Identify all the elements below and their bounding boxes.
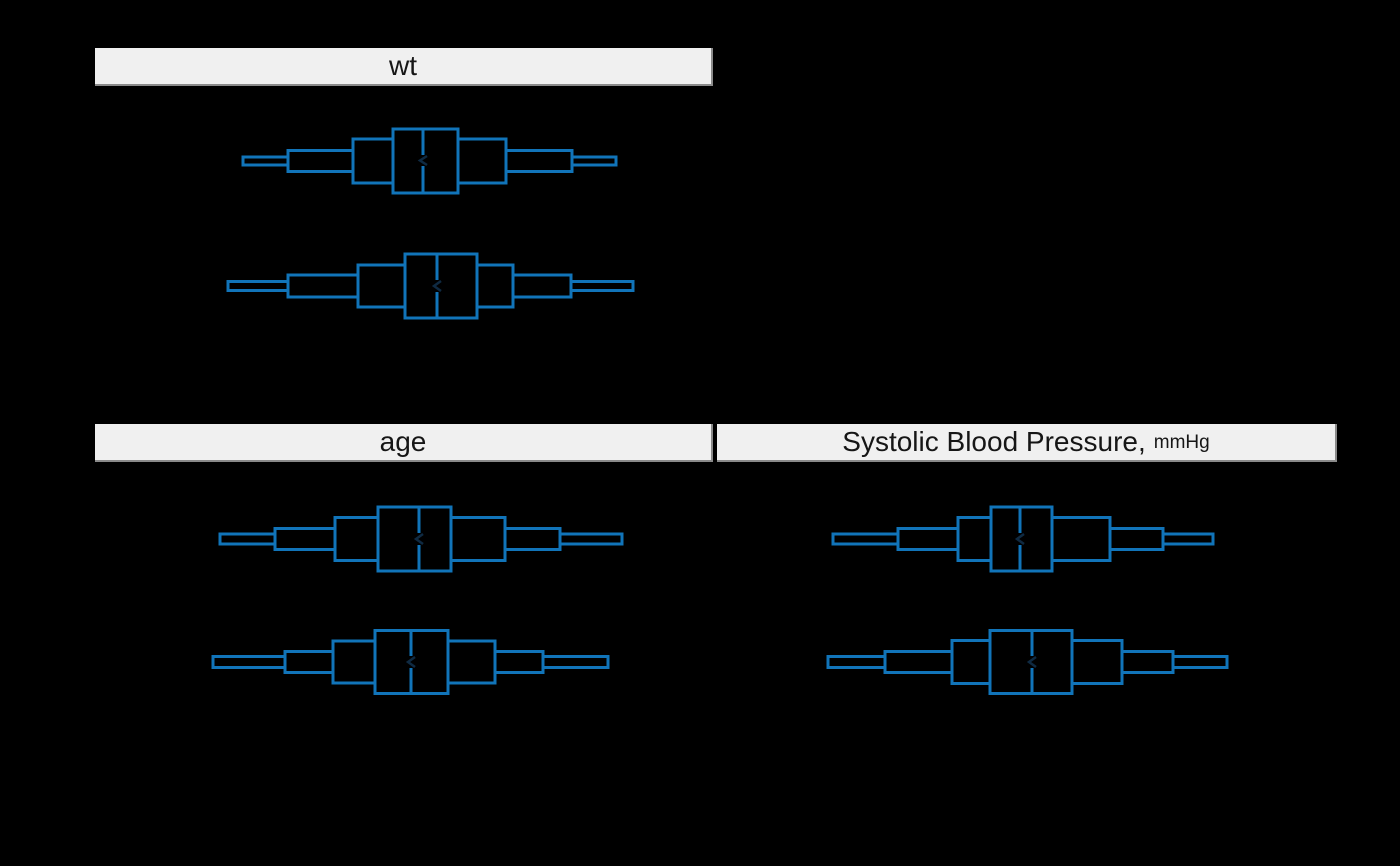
facet-strip-sbp-unit-label: mmHg bbox=[1153, 431, 1210, 453]
boxen-level-box bbox=[273, 527, 337, 551]
boxen-level-box bbox=[493, 650, 545, 674]
boxen-level-box bbox=[569, 280, 635, 292]
boxen-level-box bbox=[351, 137, 395, 185]
boxen-level-box bbox=[1050, 516, 1112, 562]
boxen-level-box bbox=[503, 527, 562, 551]
boxen-level-box bbox=[896, 527, 960, 551]
median-notch-marker bbox=[417, 154, 428, 167]
median-notch-marker bbox=[431, 279, 442, 293]
boxen-level-box bbox=[541, 655, 610, 669]
boxen-level-box bbox=[1120, 650, 1175, 674]
boxen-level-box bbox=[1108, 527, 1165, 551]
boxen-center-box bbox=[403, 252, 479, 320]
boxen-level-box bbox=[956, 516, 993, 562]
boxen-level-box bbox=[1171, 655, 1229, 669]
boxen-level-box bbox=[883, 650, 954, 674]
boxen-level-box bbox=[356, 263, 407, 309]
boxen-level-box bbox=[226, 280, 290, 292]
boxen-level-box bbox=[446, 639, 497, 685]
boxen-level-box bbox=[570, 155, 618, 167]
boxen-level-box bbox=[456, 137, 508, 185]
boxen-level-box bbox=[826, 655, 887, 669]
facet-strip-sbp-label: Systolic Blood Pressure, bbox=[842, 426, 1146, 457]
boxen-level-box bbox=[1161, 532, 1215, 546]
boxen-level-box bbox=[831, 532, 900, 546]
boxen-level-box bbox=[558, 532, 624, 546]
facet-strip-age: age bbox=[95, 424, 713, 462]
facet-strip-age-label: age bbox=[379, 426, 427, 457]
boxen-level-box bbox=[504, 149, 574, 173]
boxen-level-box bbox=[286, 149, 355, 173]
boxen-level-box bbox=[950, 639, 992, 685]
boxen-center-box bbox=[391, 127, 460, 195]
boxen-level-box bbox=[218, 532, 277, 546]
boxen-level-box bbox=[286, 273, 360, 299]
median-notch-marker bbox=[1026, 655, 1037, 669]
facet-strip-systolic-blood-pressure: Systolic Blood Pressure, mmHg bbox=[717, 424, 1337, 462]
median-notch-marker bbox=[1014, 532, 1025, 546]
median-notch-marker bbox=[413, 532, 424, 546]
boxen-level-box bbox=[331, 639, 377, 685]
boxen-level-box bbox=[475, 263, 515, 309]
boxen-level-box bbox=[211, 655, 287, 669]
boxen-level-box bbox=[283, 650, 335, 674]
facet-strip-wt-label: wt bbox=[389, 50, 417, 81]
boxen-level-box bbox=[1070, 639, 1124, 685]
boxen-level-box bbox=[333, 516, 380, 562]
boxen-level-box bbox=[449, 516, 507, 562]
facet-strip-wt: wt bbox=[95, 48, 713, 86]
boxen-level-box bbox=[241, 155, 290, 167]
boxen-level-box bbox=[511, 273, 573, 299]
median-notch-marker bbox=[405, 655, 416, 669]
